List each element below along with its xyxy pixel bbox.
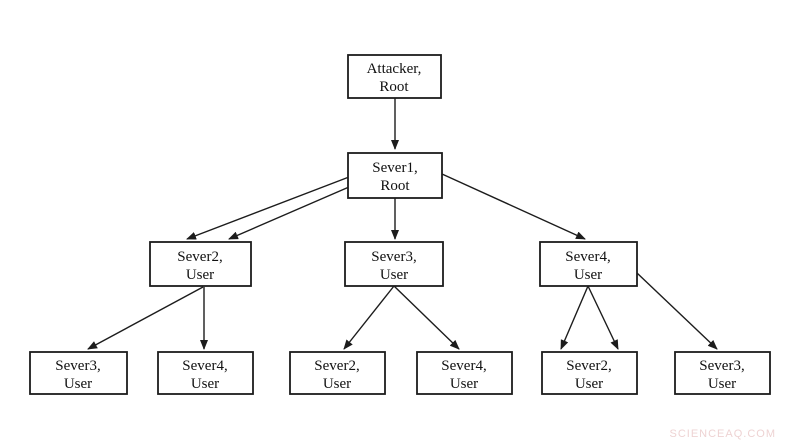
edge-sever1-to-sever2-a: [186, 176, 350, 240]
watermark: SCIENCEAQ.COM: [669, 428, 776, 440]
node-label-line2: User: [574, 267, 602, 283]
node-label: Sever4, User: [565, 249, 610, 283]
node-label: Sever3, User: [55, 358, 100, 392]
node-label-line1: Sever4,: [441, 358, 486, 374]
node-label-line1: Attacker,: [367, 61, 422, 77]
node-label-line2: User: [450, 376, 478, 392]
edge-sever3-to-leaf-sever4: [393, 285, 460, 350]
node-label: Sever4, User: [182, 358, 227, 392]
node-box: [347, 152, 443, 199]
node-label-line1: Sever3,: [699, 358, 744, 374]
node-label: Sever3, User: [371, 249, 416, 283]
node-box: [541, 351, 638, 395]
node-label-line2: Root: [380, 178, 410, 194]
node-label-line1: Sever4,: [182, 358, 227, 374]
node-sever3-user-leaf-2: Sever3, User: [674, 351, 771, 395]
node-label: Sever2, User: [314, 358, 359, 392]
node-box: [416, 351, 513, 395]
node-label-line1: Sever2,: [566, 358, 611, 374]
node-label: Sever1, Root: [372, 160, 417, 194]
edge-sever3-to-leaf-sever2: [343, 285, 395, 350]
node-sever3-user-mid: Sever3, User: [344, 241, 444, 287]
node-label-line2: User: [323, 376, 351, 392]
node-label-line2: User: [575, 376, 603, 392]
diagram-edges: [87, 98, 718, 350]
node-label-line2: Root: [379, 79, 409, 95]
node-sever2-user-leaf-1: Sever2, User: [289, 351, 386, 395]
node-label-line2: User: [191, 376, 219, 392]
node-label-line2: User: [708, 376, 736, 392]
edge-sever1-to-sever2-b: [228, 186, 350, 240]
node-attacker-root: Attacker, Root: [347, 54, 442, 99]
node-sever2-user-mid: Sever2, User: [149, 241, 252, 287]
edge-sever4-to-leaf-sever2-a: [560, 285, 589, 350]
node-box: [539, 241, 638, 287]
node-label-line1: Sever1,: [372, 160, 417, 176]
node-label: Sever3, User: [699, 358, 744, 392]
edge-sever4-to-leaf-sever3: [636, 272, 718, 350]
node-sever1-root: Sever1, Root: [347, 152, 443, 199]
node-label: Sever4, User: [441, 358, 486, 392]
edge-sever4-to-leaf-sever2-b: [587, 285, 619, 350]
node-label-line2: User: [186, 267, 214, 283]
node-sever2-user-leaf-2: Sever2, User: [541, 351, 638, 395]
node-label-line1: Sever2,: [314, 358, 359, 374]
edge-sever1-to-sever4: [441, 173, 586, 240]
node-box: [674, 351, 771, 395]
node-sever4-user-leaf-2: Sever4, User: [416, 351, 513, 395]
node-box: [347, 54, 442, 99]
node-label-line1: Sever3,: [371, 249, 416, 265]
node-label: Sever2, User: [177, 249, 222, 283]
node-label-line2: User: [380, 267, 408, 283]
node-box: [29, 351, 128, 395]
node-label-line1: Sever3,: [55, 358, 100, 374]
node-label: Attacker, Root: [367, 61, 422, 95]
node-label-line2: User: [64, 376, 92, 392]
node-box: [289, 351, 386, 395]
node-sever4-user-leaf-1: Sever4, User: [157, 351, 254, 395]
node-box: [344, 241, 444, 287]
node-sever4-user-mid: Sever4, User: [539, 241, 638, 287]
node-box: [149, 241, 252, 287]
node-label-line1: Sever4,: [565, 249, 610, 265]
node-label-line1: Sever2,: [177, 249, 222, 265]
node-sever3-user-leaf-1: Sever3, User: [29, 351, 128, 395]
node-label: Sever2, User: [566, 358, 611, 392]
node-box: [157, 351, 254, 395]
edge-sever2-to-leaf-sever3: [87, 286, 204, 350]
